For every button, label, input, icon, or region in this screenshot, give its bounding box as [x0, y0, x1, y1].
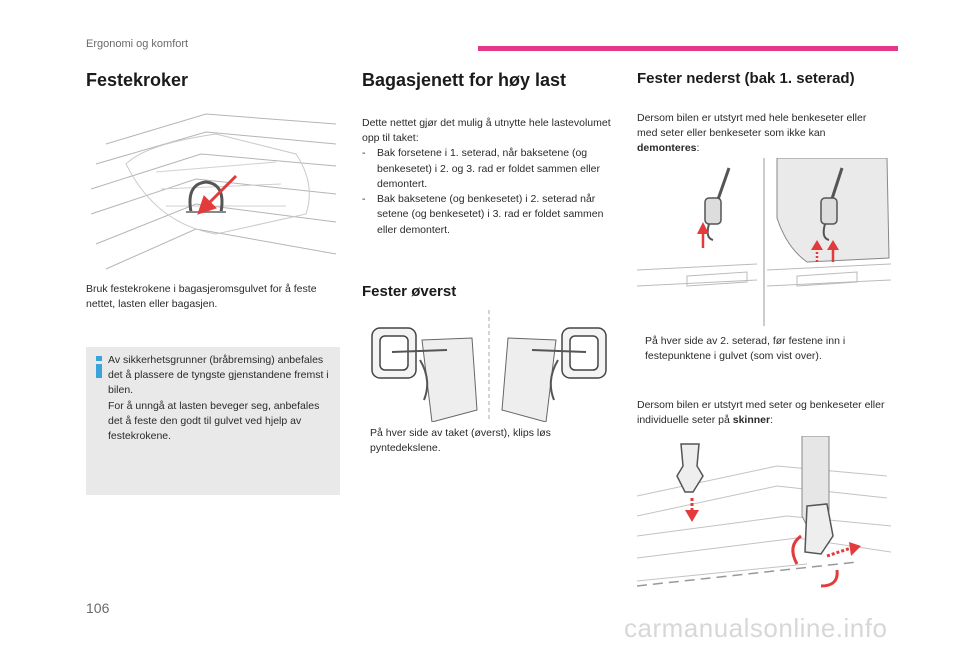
skinner-intro: Dersom bilen er utstyrt med seter og ben… [637, 399, 885, 427]
rail-seat-illustration [637, 436, 891, 600]
info-text-line2: For å unngå at lasten beveger seg, anbef… [108, 399, 320, 443]
festekroker-title: Festekroker [86, 70, 189, 90]
watermark: carmanualsonline.info [624, 613, 888, 643]
page-number: 106 [86, 600, 110, 616]
floor-hook-illustration [86, 104, 340, 274]
list-item: -Bak forsetene i 1. seterad, når baksete… [362, 147, 600, 190]
footnote-text: På hver side av 2. seterad, før festene … [645, 335, 846, 363]
roof-anchor-illustration [362, 310, 616, 422]
footnote-text: På hver side av taket (øverst), klips lø… [370, 427, 551, 455]
bagasjenett-body: Dette nettet gjør det mulig å utnytte he… [362, 116, 612, 238]
fester-overst-title: Fester øverst [362, 283, 457, 300]
section-accent-bar [478, 46, 898, 51]
section-label: Ergonomi og komfort [86, 38, 189, 50]
bagasjenett-title: Bagasjenett for høy last [362, 70, 567, 90]
fester-overst-footnote: På hver side av taket (øverst), klips lø… [362, 426, 612, 456]
fester-nederst-title: Fester nederst (bak 1. seterad) [637, 70, 855, 87]
bagasjenett-list: -Bak forsetene i 1. seterad, når baksete… [362, 146, 612, 237]
floor-anchor-illustration [637, 158, 891, 326]
bagasjenett-intro: Dette nettet gjør det mulig å utnytte he… [362, 117, 611, 145]
info-box: Av sikkerhetsgrunner (bråbremsing) anbef… [86, 347, 340, 495]
list-item: -Bak baksetene (og benkesetet) i 2. sete… [362, 193, 604, 236]
info-text: Av sikkerhetsgrunner (bråbremsing) anbef… [108, 353, 330, 444]
info-text-line1: Av sikkerhetsgrunner (bråbremsing) anbef… [108, 354, 329, 397]
festekroker-body: Bruk festekrokene i bagasjeromsgulvet fo… [86, 283, 317, 311]
fester-nederst-footnote: På hver side av 2. seterad, før festene … [637, 334, 889, 364]
info-icon [95, 356, 103, 378]
fester-nederst-intro: Dersom bilen er utstyrt med hele benkese… [637, 112, 867, 155]
